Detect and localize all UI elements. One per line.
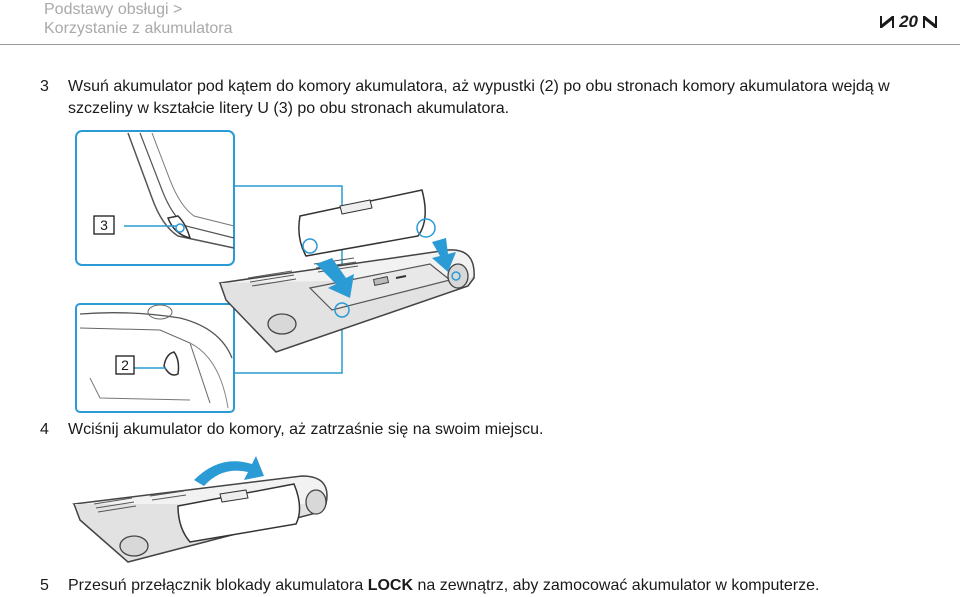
tab-inset: 2 bbox=[75, 303, 235, 413]
step-text: Wciśnij akumulator do komory, aż zatrzaś… bbox=[68, 421, 544, 438]
battery-press-illustration bbox=[72, 456, 328, 563]
battery-insertion-illustration: 3 2 bbox=[75, 130, 475, 413]
press-arrow-icon bbox=[194, 456, 264, 486]
laptop-underside bbox=[218, 249, 475, 353]
next-page-icon[interactable] bbox=[922, 15, 938, 29]
step-text: Wsuń akumulator pod kątem do komory akum… bbox=[68, 78, 890, 117]
step-3: 3 Wsuń akumulator pod kątem do komory ak… bbox=[40, 76, 920, 126]
step-number: 4 bbox=[40, 421, 49, 438]
header-divider bbox=[0, 44, 960, 45]
breadcrumb-parent[interactable]: Podstawy obsługi > bbox=[44, 1, 183, 18]
step-text-before: Przesuń przełącznik blokady akumulatora bbox=[68, 577, 368, 594]
page-number: 20 bbox=[899, 12, 918, 31]
step-number: 5 bbox=[40, 577, 49, 594]
step-text: Przesuń przełącznik blokady akumulatora … bbox=[68, 575, 819, 597]
callout-label-3: 3 bbox=[100, 217, 108, 233]
previous-page-icon[interactable] bbox=[879, 15, 895, 29]
step-number: 3 bbox=[40, 78, 49, 95]
u-slot-inset: 3 bbox=[75, 130, 235, 266]
step-text-after: na zewnątrz, aby zamocować akumulator w … bbox=[413, 577, 820, 594]
callout-label-2: 2 bbox=[121, 357, 129, 373]
breadcrumb-current[interactable]: Korzystanie z akumulatora bbox=[44, 20, 233, 37]
battery-pack bbox=[177, 483, 301, 543]
insertion-arrows bbox=[316, 238, 456, 298]
lock-label: LOCK bbox=[367, 577, 414, 594]
battery-pack bbox=[298, 189, 436, 257]
step-4: 4 Wciśnij akumulator do komory, aż zatrz… bbox=[40, 419, 920, 441]
step-5: 5 Przesuń przełącznik blokady akumulator… bbox=[40, 575, 940, 597]
page-navigator: 20 bbox=[879, 12, 938, 32]
